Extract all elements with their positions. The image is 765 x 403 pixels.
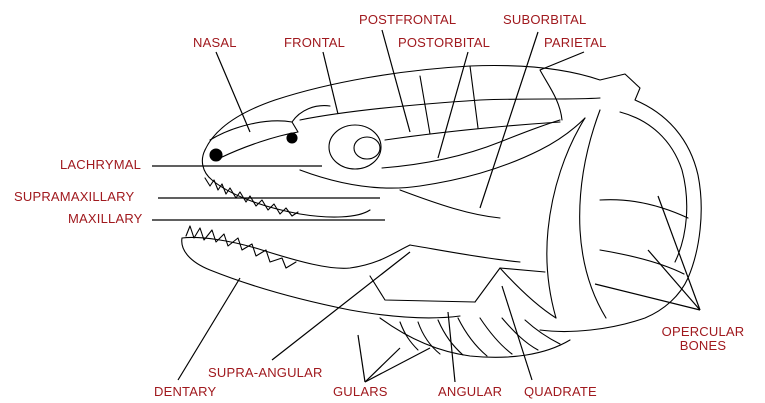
label-suborbital: SUBORBITAL <box>503 13 586 27</box>
label-supramaxillary: SUPRAMAXILLARY <box>14 190 134 204</box>
label-angular: ANGULAR <box>438 385 502 399</box>
label-frontal: FRONTAL <box>284 36 345 50</box>
upper-teeth <box>205 178 298 216</box>
label-quadrate: QUADRATE <box>524 385 597 399</box>
leader-lines <box>152 30 700 382</box>
label-lachrymal: LACHRYMAL <box>60 158 141 172</box>
nostril-front <box>210 149 222 161</box>
eye <box>354 137 380 159</box>
eye-socket <box>329 125 381 169</box>
nostril-rear <box>287 133 297 143</box>
label-postorbital: POSTORBITAL <box>398 36 490 50</box>
label-nasal: NASAL <box>193 36 237 50</box>
label-parietal: PARIETAL <box>544 36 607 50</box>
label-gulars: GULARS <box>333 385 388 399</box>
lower-teeth <box>186 226 296 268</box>
label-postfrontal: POSTFRONTAL <box>359 13 456 27</box>
label-dentary: DENTARY <box>154 385 216 399</box>
label-maxillary: MAXILLARY <box>68 212 143 226</box>
label-opercular-bones: OPERCULAR BONES <box>653 325 753 353</box>
label-supra-angular: SUPRA-ANGULAR <box>208 366 323 380</box>
label-opercular-line2: BONES <box>653 339 753 353</box>
label-opercular-line1: OPERCULAR <box>653 325 753 339</box>
